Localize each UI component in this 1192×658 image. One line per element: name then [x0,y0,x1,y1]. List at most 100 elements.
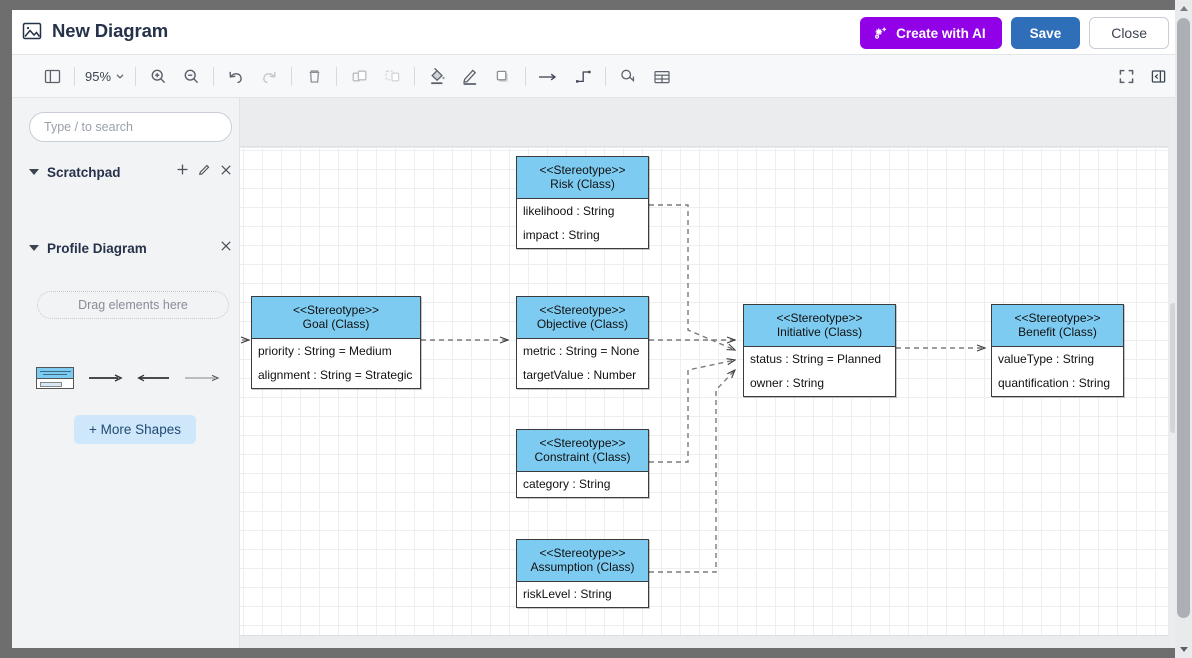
shadow-icon[interactable] [489,63,517,91]
shapes-sidebar: Scratchpad Drag el [12,98,240,648]
toolbar-separator [336,67,338,86]
chevron-down-icon [115,69,125,84]
scroll-down-arrow[interactable] [1175,641,1192,658]
save-button[interactable]: Save [1010,17,1081,49]
class-name-label: Assumption (Class) [530,560,635,574]
diagram-canvas[interactable]: <<Stereotype>> Risk (Class) likelihood :… [240,98,1180,648]
shape-thumb-body [40,382,62,387]
class-name-label: Benefit (Class) [1018,325,1097,339]
toolbar-separator [135,67,137,86]
image-icon [22,21,42,41]
uml-header: <<Stereotype>> Risk (Class) [517,157,648,199]
search-input[interactable] [29,112,232,142]
page-title: New Diagram [52,20,169,41]
zoom-out-icon[interactable] [177,63,205,91]
canvas-top-margin [240,98,1168,147]
scroll-up-arrow[interactable] [1175,0,1192,17]
stereotype-label: <<Stereotype>> [539,546,626,560]
canvas-vertical-scrollbar[interactable] [1168,98,1179,648]
profile-diagram-shape-palette [36,366,231,390]
stereotype-label: <<Stereotype>> [539,303,626,317]
straight-connector-icon[interactable] [534,63,562,91]
uml-header: <<Stereotype>> Initiative (Class) [744,305,895,347]
uml-attribute: priority : String = Medium [258,344,392,358]
uml-header: <<Stereotype>> Objective (Class) [517,297,648,339]
canvas-vertical-scroll-thumb[interactable] [1170,303,1177,433]
uml-class-assumption[interactable]: <<Stereotype>> Assumption (Class) riskLe… [516,539,649,608]
uml-class-constraint[interactable]: <<Stereotype>> Constraint (Class) catego… [516,429,649,498]
send-to-back-icon[interactable] [378,63,406,91]
stereotype-label: <<Stereotype>> [539,436,626,450]
close-button[interactable]: Close [1089,17,1169,49]
uml-attribute: impact : String [523,228,600,242]
shape-thumb-header [37,368,73,379]
toolbar-separator [525,67,527,86]
uml-header: <<Stereotype>> Constraint (Class) [517,430,648,472]
plus-icon[interactable] [176,163,189,181]
insert-shape-icon[interactable] [614,63,642,91]
insert-table-icon[interactable] [648,63,676,91]
fullscreen-icon[interactable] [1112,63,1140,91]
dependency-connector[interactable] [184,372,220,384]
stereotype-label: <<Stereotype>> [539,163,626,177]
uml-class-risk[interactable]: <<Stereotype>> Risk (Class) likelihood :… [516,156,649,249]
format-panel-icon[interactable] [1144,63,1172,91]
page-scroll-thumb[interactable] [1177,18,1190,618]
stereotype-label: <<Stereotype>> [292,303,380,317]
uml-header: <<Stereotype>> Assumption (Class) [517,540,648,582]
uml-attribute: riskLevel : String [523,587,612,601]
line-color-icon[interactable] [456,63,484,91]
page-vertical-scrollbar[interactable] [1175,0,1192,658]
trash-icon[interactable] [300,63,328,91]
toolbar-right-group [1112,55,1172,98]
uml-class-benefit[interactable]: <<Stereotype>> Benefit (Class) valueType… [991,304,1124,397]
scratchpad-section-header: Scratchpad [29,162,232,182]
pencil-icon[interactable] [198,163,211,181]
fill-color-icon[interactable] [423,63,451,91]
uml-header: <<Stereotype>> Goal (Class) [252,297,420,339]
zoom-in-icon[interactable] [144,63,172,91]
toolbar-separator [213,67,215,86]
create-with-ai-button[interactable]: Create with AI [860,17,1002,49]
scratchpad-actions [176,163,232,181]
uml-class-objective[interactable]: <<Stereotype>> Objective (Class) metric … [516,296,649,389]
canvas-bottom-margin [240,635,1168,648]
uml-class-goal[interactable]: <<Stereotype>> Goal (Class) priority : S… [251,296,421,389]
more-shapes-button[interactable]: + More Shapes [74,415,196,444]
uml-header: <<Stereotype>> Benefit (Class) [992,305,1123,347]
zoom-level-control[interactable]: 95% [83,69,127,84]
profile-diagram-section-header: Profile Diagram [29,238,232,258]
uml-attribute: status : String = Planned [750,352,882,366]
undo-icon[interactable] [222,63,250,91]
close-icon[interactable] [220,239,232,257]
toolbar-separator [605,67,607,86]
stereotype-label: <<Stereotype>> [1014,311,1101,325]
association-connector[interactable] [136,372,172,384]
uml-attribute: valueType : String [998,352,1095,366]
class-name-label: Initiative (Class) [776,325,863,339]
orthogonal-connector-icon[interactable] [569,63,597,91]
bring-to-front-icon[interactable] [345,63,373,91]
uml-attribute: quantification : String [998,376,1111,390]
stereotype-class-shape[interactable] [36,367,74,389]
uml-attribute: targetValue : Number [523,368,637,382]
close-icon[interactable] [220,163,232,181]
scratchpad-dropzone[interactable]: Drag elements here [37,291,229,319]
toolbar: 95% [12,55,1180,98]
uml-class-initiative[interactable]: <<Stereotype>> Initiative (Class) status… [743,304,896,397]
uml-attribute: likelihood : String [523,204,615,218]
caret-down-icon[interactable] [29,169,39,175]
scratchpad-title: Scratchpad [47,164,121,180]
profile-diagram-actions [220,239,232,257]
toolbar-separator [74,67,75,86]
toolbar-separator [414,67,416,86]
class-name-label: Objective (Class) [536,317,629,331]
uml-attribute: category : String [523,477,611,491]
class-name-label: Constraint (Class) [534,450,631,464]
class-name-label: Goal (Class) [302,317,370,331]
sidebar-toggle-icon[interactable] [38,63,66,91]
extension-connector[interactable] [88,372,124,384]
redo-icon[interactable] [255,63,283,91]
caret-down-icon[interactable] [29,245,39,251]
title-group: New Diagram [22,20,168,42]
